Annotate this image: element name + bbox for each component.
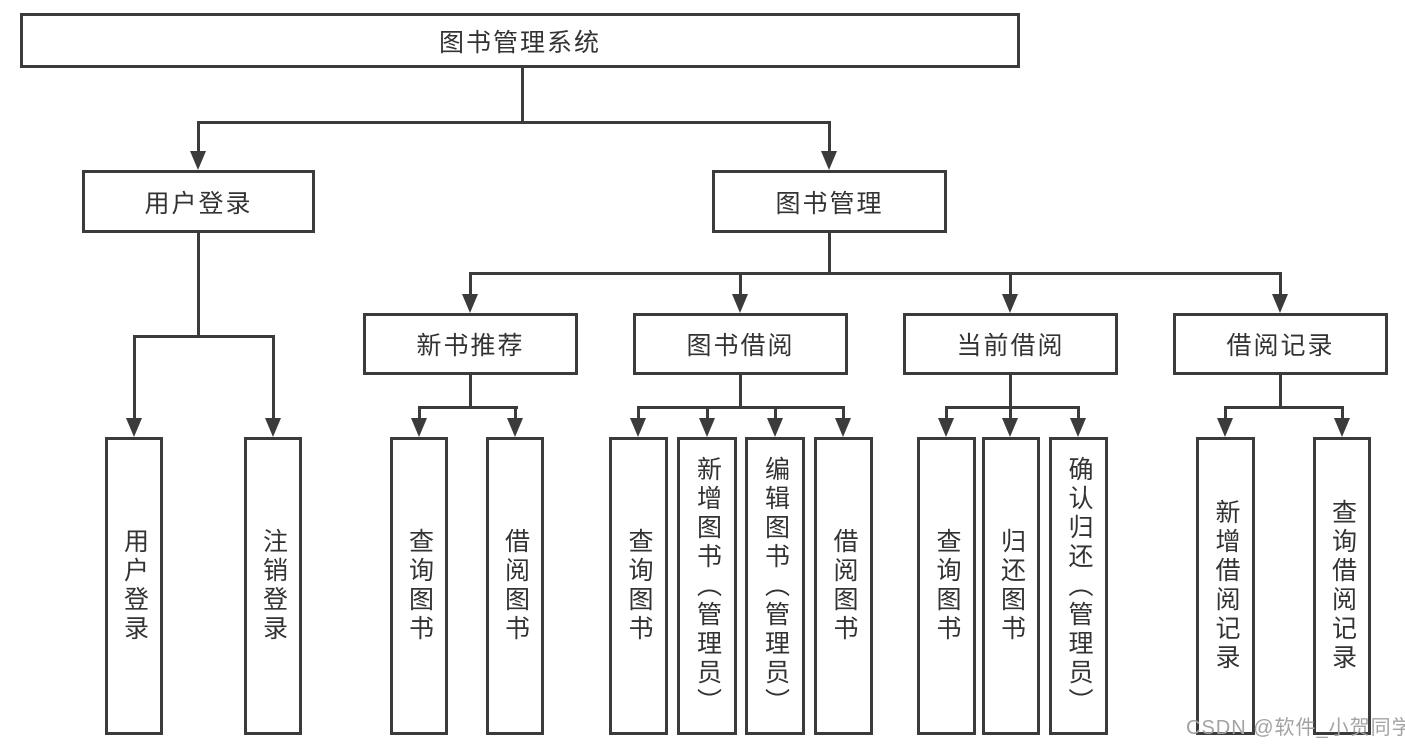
connector-book-borrow-split bbox=[637, 406, 845, 409]
arrow-down-icon bbox=[699, 418, 715, 437]
leaf-bb-add-book: 新增图书（管理员） bbox=[677, 437, 737, 735]
connector-user-login-split bbox=[133, 335, 275, 338]
connector-drop-book-mgmt bbox=[828, 121, 831, 154]
connector-drop-leaf-logout bbox=[272, 335, 275, 420]
leaf-rec-borrow-book-label: 借阅图书 bbox=[501, 528, 530, 644]
connector-book-mgmt-stem bbox=[828, 233, 831, 274]
leaf-user-login-label: 用户登录 bbox=[120, 528, 149, 644]
node-book-mgmt-label: 图书管理 bbox=[775, 189, 884, 218]
connector-borrow-records-stem bbox=[1279, 375, 1282, 408]
connector-borrow-records-split bbox=[1224, 406, 1344, 409]
arrow-down-icon bbox=[411, 418, 427, 437]
arrow-down-icon bbox=[190, 151, 206, 170]
arrow-down-icon bbox=[630, 418, 646, 437]
leaf-rec-query-book-label: 查询图书 bbox=[405, 528, 434, 644]
connector-drop bbox=[1009, 406, 1012, 420]
connector-drop-book-borrow bbox=[739, 272, 742, 296]
connector-drop bbox=[514, 406, 517, 420]
node-book-borrow: 图书借阅 bbox=[633, 313, 848, 375]
leaf-br-query-record-label: 查询借阅记录 bbox=[1328, 499, 1357, 673]
arrow-down-icon bbox=[1070, 418, 1086, 437]
connector-drop bbox=[418, 406, 421, 420]
node-borrow-records-label: 借阅记录 bbox=[1226, 332, 1335, 360]
connector-level3-split bbox=[469, 272, 1282, 275]
arrow-down-icon bbox=[767, 418, 783, 437]
connector-drop-leaf-user-login bbox=[133, 335, 136, 420]
connector-drop bbox=[842, 406, 845, 420]
csdn-watermark: CSDN @软件_小贺同学 bbox=[1186, 717, 1405, 739]
connector-drop bbox=[774, 406, 777, 420]
connector-drop-new-book-rec bbox=[469, 272, 472, 296]
arrow-down-icon bbox=[462, 294, 478, 313]
leaf-rec-borrow-book: 借阅图书 bbox=[486, 437, 544, 735]
node-root: 图书管理系统 bbox=[20, 13, 1020, 68]
node-user-login-label: 用户登录 bbox=[144, 189, 253, 218]
leaf-bb-borrow-book-label: 借阅图书 bbox=[830, 528, 858, 644]
leaf-bb-borrow-book: 借阅图书 bbox=[814, 437, 873, 735]
leaf-cb-return-book-label: 归还图书 bbox=[997, 528, 1026, 644]
connector-drop bbox=[945, 406, 948, 420]
arrow-down-icon bbox=[507, 418, 523, 437]
node-root-label: 图书管理系统 bbox=[438, 28, 601, 57]
connector-drop-user-login bbox=[197, 121, 200, 154]
connector-drop bbox=[706, 406, 709, 420]
leaf-bb-edit-book-label: 编辑图书（管理员） bbox=[761, 455, 790, 717]
connector-drop bbox=[1077, 406, 1080, 420]
arrow-down-icon bbox=[126, 418, 142, 437]
arrow-down-icon bbox=[265, 418, 281, 437]
connector-user-login-stem bbox=[197, 233, 200, 337]
leaf-cb-query-book-label: 查询图书 bbox=[933, 528, 961, 644]
node-book-borrow-label: 图书借阅 bbox=[686, 332, 795, 360]
connector-root-stem bbox=[521, 68, 524, 124]
leaf-bb-query-book: 查询图书 bbox=[609, 437, 668, 735]
arrow-down-icon bbox=[1272, 294, 1288, 313]
connector-drop bbox=[637, 406, 640, 420]
connector-new-book-rec-split bbox=[418, 406, 518, 409]
arrow-down-icon bbox=[1334, 418, 1350, 437]
leaf-user-login: 用户登录 bbox=[105, 437, 163, 735]
connector-level2-split bbox=[197, 121, 831, 124]
leaf-logout: 注销登录 bbox=[244, 437, 302, 735]
leaf-cb-confirm-return: 确认归还（管理员） bbox=[1049, 437, 1108, 735]
leaf-br-query-record: 查询借阅记录 bbox=[1313, 437, 1371, 735]
leaf-rec-query-book: 查询图书 bbox=[390, 437, 448, 735]
node-current-borrow: 当前借阅 bbox=[903, 313, 1118, 375]
connector-drop-current-borrow bbox=[1009, 272, 1012, 296]
connector-current-borrow-stem bbox=[1009, 375, 1012, 408]
arrow-down-icon bbox=[732, 294, 748, 313]
connector-book-borrow-stem bbox=[739, 375, 742, 408]
arrow-down-icon bbox=[938, 418, 954, 437]
connector-drop-borrow-records bbox=[1279, 272, 1282, 296]
node-user-login: 用户登录 bbox=[82, 170, 315, 233]
connector-drop bbox=[1224, 406, 1227, 420]
arrow-down-icon bbox=[1002, 294, 1018, 313]
arrow-down-icon bbox=[1217, 418, 1233, 437]
leaf-cb-query-book: 查询图书 bbox=[917, 437, 976, 735]
connector-drop bbox=[1341, 406, 1344, 420]
leaf-cb-confirm-return-label: 确认归还（管理员） bbox=[1065, 455, 1093, 717]
leaf-br-add-record: 新增借阅记录 bbox=[1196, 437, 1255, 735]
leaf-logout-label: 注销登录 bbox=[259, 528, 288, 644]
leaf-bb-add-book-label: 新增图书（管理员） bbox=[693, 455, 722, 717]
arrow-down-icon bbox=[1002, 418, 1018, 437]
leaf-bb-query-book-label: 查询图书 bbox=[625, 528, 653, 644]
node-current-borrow-label: 当前借阅 bbox=[956, 332, 1065, 360]
leaf-bb-edit-book: 编辑图书（管理员） bbox=[745, 437, 805, 735]
connector-new-book-rec-stem bbox=[469, 375, 472, 408]
node-new-book-rec: 新书推荐 bbox=[363, 313, 578, 375]
node-book-mgmt: 图书管理 bbox=[712, 170, 947, 233]
arrow-down-icon bbox=[821, 151, 837, 170]
leaf-br-add-record-label: 新增借阅记录 bbox=[1212, 499, 1240, 673]
connector-current-borrow-split bbox=[945, 406, 1080, 409]
leaf-cb-return-book: 归还图书 bbox=[982, 437, 1040, 735]
node-new-book-rec-label: 新书推荐 bbox=[416, 332, 525, 360]
node-borrow-records: 借阅记录 bbox=[1173, 313, 1388, 375]
arrow-down-icon bbox=[835, 418, 851, 437]
